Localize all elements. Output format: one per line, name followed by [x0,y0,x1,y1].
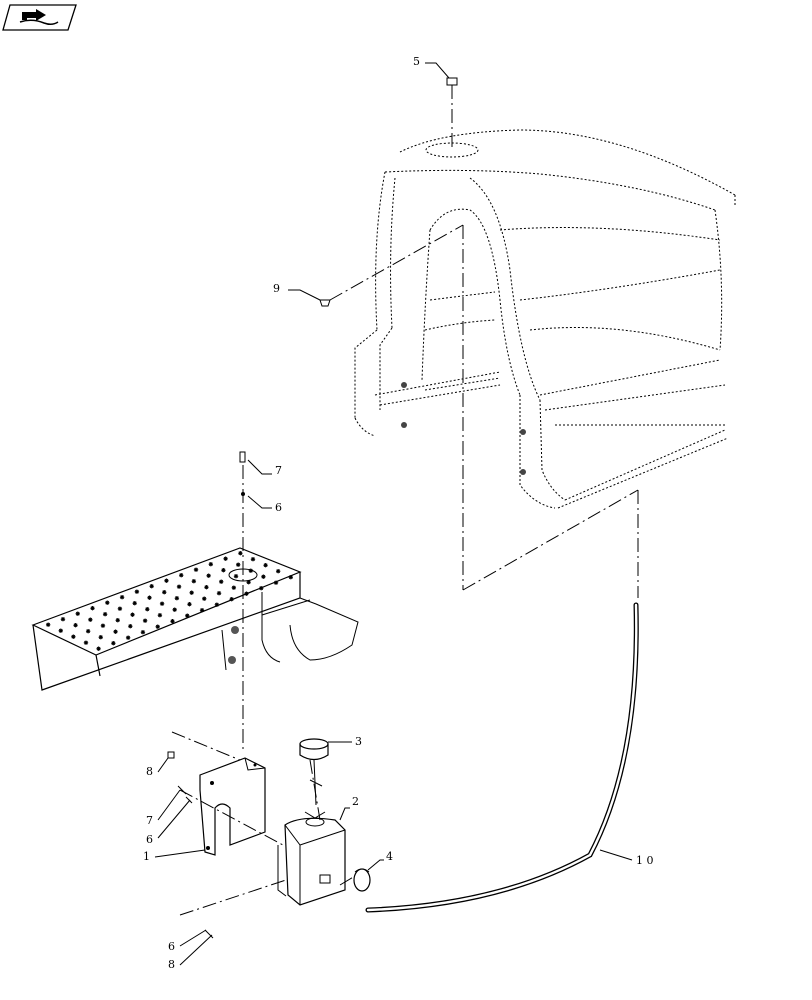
platform-stud [189,590,194,595]
platform-stud [159,601,165,606]
platform-stud [145,607,150,612]
platform-stud [187,602,192,607]
platform-stud [88,617,93,622]
washer-pump [353,868,371,892]
platform-stud [191,579,197,584]
callout-9: 9 [273,282,280,295]
bracket [199,757,266,856]
callout-7a: 7 [275,464,282,477]
platform-stud [172,607,177,612]
callout-4: 4 [386,850,393,863]
platform-stud [134,589,140,594]
washer-hose [365,602,639,913]
platform-stud [102,612,108,617]
platform-stud [75,611,80,616]
hardware [167,77,458,939]
platform-stud [60,617,66,622]
callout-5: 5 [413,55,420,68]
platform-stud [147,595,152,600]
platform-stud [273,580,279,585]
platform-stud [170,619,175,624]
platform-stud [263,563,268,568]
platform-stud [176,584,182,589]
callout-8a: 8 [146,765,153,778]
platform-stud [216,591,222,596]
callouts: 5 9 7 6 3 2 4 1 0 8 7 6 1 6 8 [143,55,654,971]
callout-6b: 6 [146,833,153,846]
platform-stud [117,606,123,611]
platform-stud [223,556,228,561]
platform-stud [202,596,207,601]
reservoir-cap [299,738,329,806]
platform-stud [119,595,125,600]
platform-stud [164,578,169,583]
platform-stud [100,623,106,628]
platform-stud [208,562,214,567]
callout-8b: 8 [168,958,175,971]
platform-stud [157,613,163,618]
platform-stud [206,573,211,578]
platform-stud [45,622,51,627]
platform-stud [140,630,146,635]
platform-stud [174,596,180,601]
platform-stud [142,618,148,623]
platform-stud [229,597,234,602]
platform-stud [115,618,120,623]
book-arrow-icon[interactable] [2,4,77,31]
washer-reservoir [277,811,346,906]
platform-stud [204,585,209,590]
platform-stud [105,600,110,605]
platform-stud [71,634,76,639]
platform-stud [85,629,91,634]
platform-stud [259,586,264,591]
platform-stud [111,641,116,646]
platform-stud [199,608,205,613]
platform-stud [73,623,78,628]
platform-stud [250,557,256,562]
platform-stud [231,585,237,590]
callout-3: 3 [355,735,362,748]
callout-6a: 6 [275,501,282,514]
platform-stud [162,590,167,595]
platform-stud [288,575,293,580]
centerlines [171,85,639,916]
callout-10: 1 0 [636,854,654,867]
platform-stud [246,580,251,585]
platform-stud [238,551,243,556]
platform-stud [155,624,160,629]
platform-stud [185,613,190,618]
platform-stud [125,635,131,640]
platform-stud [130,612,135,617]
platform-stud [244,591,249,596]
platform-stud [149,584,154,589]
platform-stud [214,602,220,607]
platform-stud [236,562,241,567]
callout-1: 1 [143,850,150,863]
callout-6c: 6 [168,940,175,953]
platform-stud [179,573,184,578]
platform-stud [219,579,224,584]
platform-stud [221,568,226,573]
platform-stud [261,574,266,579]
platform-stud [248,568,253,573]
platform-stud [58,628,63,633]
callout-7b: 7 [146,814,153,827]
platform-stud [275,569,281,574]
platform-stud [128,624,133,629]
callout-2: 2 [352,795,359,808]
platform-stud [96,646,101,651]
platform-stud [90,606,95,611]
platform-stud [98,635,103,640]
hood-assembly [354,129,736,509]
step-platform [31,547,359,691]
platform-stud [193,567,199,572]
platform-stud [83,640,89,645]
platform-stud [113,629,118,634]
platform-stud [233,574,239,579]
platform-stud [132,601,137,606]
